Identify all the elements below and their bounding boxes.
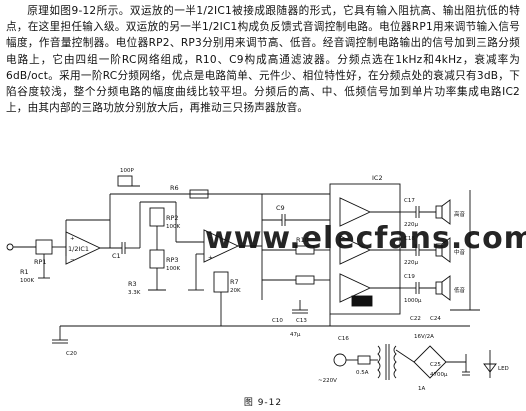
bridge-label: 1A	[418, 386, 425, 392]
rp3-label: RP3	[166, 256, 179, 264]
speaker-high-label: 高音	[454, 210, 466, 218]
fuse	[357, 355, 371, 365]
ic1-minus: −	[70, 257, 75, 263]
rp3-value: 100K	[166, 266, 180, 272]
filter-cap-value: 4700μ	[430, 372, 448, 378]
ic1-tone-amp: − + R7 20K	[188, 229, 262, 327]
transformer-primary	[377, 345, 381, 379]
rp2-value: 100K	[166, 224, 180, 230]
r3-value: 3.3K	[128, 290, 141, 296]
c16-value: 47μ	[290, 332, 301, 338]
c100p-label: 100P	[120, 168, 134, 174]
rp3-potentiometer	[149, 249, 165, 269]
r7-label: R7	[230, 278, 239, 286]
circuit-schematic: www.elecfans.com RP1 R1 100K 1/2IC1 + − …	[6, 168, 526, 392]
ic2-body	[329, 183, 401, 315]
power-supply: ~220V 0.5A 16V/2A 1A C25 4700μ LED	[318, 334, 509, 392]
r3-label: R3	[128, 280, 137, 288]
transformer-label: 16V/2A	[414, 334, 434, 340]
c17-value: 220μ	[404, 222, 418, 228]
c17-label: C17	[404, 198, 415, 204]
fuse-label: 0.5A	[356, 370, 369, 376]
rp2-label: RP2	[166, 214, 179, 222]
r6-label: R6	[170, 184, 179, 192]
transformer-secondary	[393, 345, 397, 379]
c16-label: C16	[338, 336, 349, 342]
output-section: C17 220μ 高音 C18 220μ 中音 C19 1000μ 低音 C22…	[400, 190, 480, 322]
speaker-mid-label: 中音	[454, 248, 466, 256]
c22-label: C22	[410, 316, 421, 322]
ic1-label: 1/2IC1	[68, 245, 89, 253]
led-label: LED	[498, 366, 509, 372]
speaker-low	[435, 281, 443, 295]
figure-caption: 图 9-12	[243, 398, 283, 408]
c19-label: C19	[404, 274, 415, 280]
c13-label: C13	[296, 318, 307, 324]
c10-label: C10	[272, 318, 283, 324]
c1-label: C1	[112, 252, 121, 260]
ic1-buffer: 1/2IC1 + − C1	[65, 219, 140, 265]
r1-value: 100K	[20, 278, 34, 284]
rc-crossover: C9 R10 C10 C13	[261, 193, 330, 324]
c19-value: 1000μ	[404, 298, 422, 304]
tone-control: RP2 100K RP3 100K R3 3.3K	[128, 201, 204, 296]
rp1-label: RP1	[34, 258, 47, 266]
ic1-plus: +	[70, 236, 75, 242]
led-icon	[483, 363, 497, 373]
input-section: RP1 R1 100K	[6, 239, 66, 284]
ac-input-label: ~220V	[318, 378, 337, 384]
watermark: www.elecfans.com	[205, 221, 526, 256]
ic2-label: IC2	[372, 174, 383, 182]
r10-label: R10	[296, 236, 309, 244]
c20-label: C20	[66, 351, 77, 357]
c18-label: C18	[404, 236, 415, 242]
filter-cap-label: C25	[430, 362, 441, 368]
speaker-low-label: 低音	[454, 286, 466, 294]
ic2-power-amp: IC2	[329, 174, 401, 315]
ic1b-plus: +	[208, 255, 213, 261]
bridge-rectifier	[413, 345, 447, 379]
c18-value: 220μ	[404, 260, 418, 266]
r1-label: R1	[20, 268, 29, 276]
rp2-potentiometer	[149, 207, 165, 227]
rp1-potentiometer	[35, 239, 53, 255]
c24-label: C24	[430, 316, 441, 322]
r7-value: 20K	[230, 288, 241, 294]
ic1b-minus: −	[208, 235, 213, 241]
c9-label: C9	[276, 204, 285, 212]
speaker-high	[435, 205, 443, 219]
description-paragraph: 原理如图9-12所示。双运放的一半1/2IC1被接成跟随器的形式，它具有输入阻抗…	[6, 5, 520, 115]
